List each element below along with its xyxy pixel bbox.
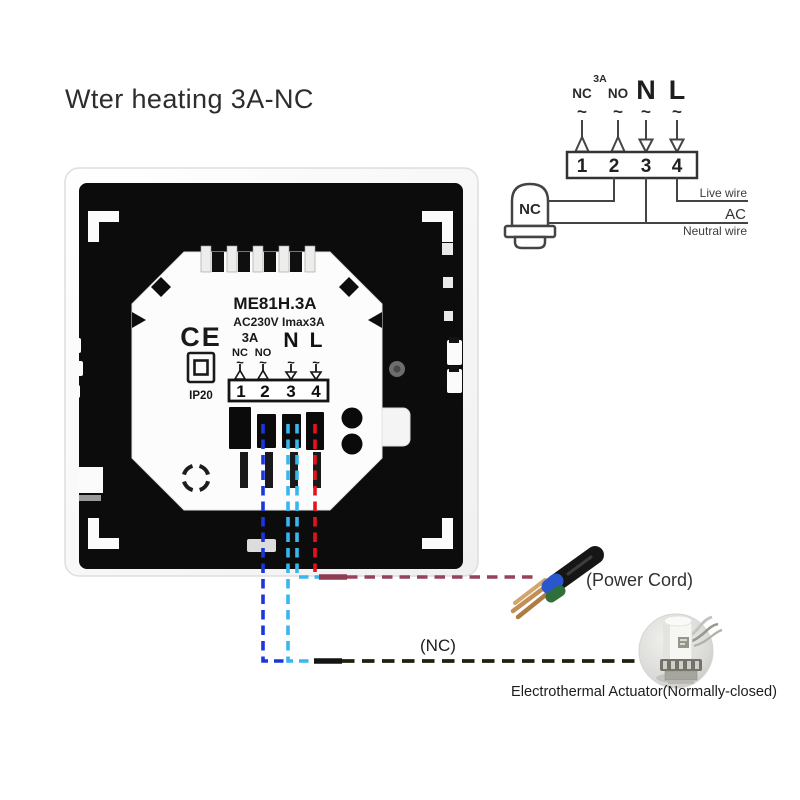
schematic-rating-label: 3A (593, 73, 607, 85)
module-terminal-box (227, 378, 330, 403)
thermostat-back-view: CE IP20 ME81H.3A AC230V Imax3A 3A NC NO … (64, 167, 479, 577)
wiring-diagram: NC 3A NO N L ~ ~ ~ ~ 1 2 3 4 (503, 73, 748, 250)
sensor-ring (181, 463, 211, 493)
ac-label: AC (725, 206, 746, 223)
module-tilde: ~ (236, 355, 244, 370)
power-cord-photo (510, 546, 604, 620)
rating-text: 3A (242, 330, 259, 345)
module-nc-label: NC (232, 347, 248, 359)
module-terminal-2: 2 (260, 382, 269, 401)
page-title: Wter heating 3A-NC (65, 84, 314, 114)
ip-rating-text: IP20 (189, 390, 213, 402)
actuator-cable (691, 622, 719, 643)
module-top-clips (200, 245, 316, 273)
ac-tilde: ~ (613, 102, 623, 121)
collar-ticks (663, 661, 699, 669)
valve-nc-text: NC (519, 201, 541, 218)
actuator-caption: Electrothermal Actuator(Normally-closed) (511, 684, 778, 700)
module-terminal-4: 4 (311, 382, 321, 401)
blue-insulation (541, 573, 564, 594)
bottom-tab (247, 539, 276, 552)
screw-hole (341, 407, 363, 429)
actuator-photo (638, 613, 723, 689)
wires (261, 424, 638, 664)
wire-cyan-actuator (286, 424, 314, 663)
actuator-label-sticker (678, 637, 689, 648)
ac-tilde: ~ (577, 102, 587, 121)
neutral-wire-label: Neutral wire (683, 224, 747, 238)
arrow-heads (573, 134, 686, 155)
green-insulation (545, 585, 566, 603)
ip20-icon (186, 351, 216, 384)
nc-wire-label: (NC) (420, 636, 456, 655)
actuator-cable (693, 628, 723, 648)
schematic-l-label: L (669, 75, 686, 105)
module-n-label: N (283, 329, 298, 352)
nc-valve-symbol (503, 182, 557, 250)
live-wire-label: Live wire (700, 186, 748, 200)
actuator-base-foot (668, 680, 694, 684)
spec-text: AC230V Imax3A (233, 315, 325, 329)
ac-tilde: ~ (672, 102, 682, 121)
schematic-wires (547, 177, 748, 224)
module-tilde: ~ (312, 355, 320, 370)
cable-sheen (566, 555, 593, 576)
terminal-4: 4 (672, 156, 683, 177)
screw-hole (341, 433, 363, 455)
module-corner-marks (132, 277, 382, 328)
terminal-arrows (581, 120, 678, 141)
schematic-n-label: N (636, 75, 656, 105)
screw-dot-center (393, 365, 401, 373)
actuator-base (664, 670, 698, 681)
module-terminal-3: 3 (286, 382, 295, 401)
power-cord-label: (Power Cord) (586, 570, 694, 590)
module-terminal-1: 1 (236, 382, 245, 401)
terminal-3: 3 (641, 156, 652, 177)
sticker-line (680, 643, 685, 645)
module-no-label: NO (255, 347, 272, 359)
module-l-label: L (310, 329, 323, 352)
sticker-line (680, 639, 687, 641)
terminal-2: 2 (609, 156, 620, 177)
schematic-no-label: NO (608, 86, 628, 101)
panel-edge-marks (79, 243, 459, 501)
module-tilde: ~ (259, 355, 267, 370)
actuator-body-shade (664, 624, 670, 660)
copper-wire (513, 578, 547, 605)
schematic-nc-label: NC (572, 86, 592, 101)
ce-mark: CE (180, 322, 222, 352)
module-tilde: ~ (287, 355, 295, 370)
panel-notches (66, 211, 462, 549)
ac-tilde: ~ (641, 102, 651, 121)
terminal-box (565, 150, 699, 180)
module-arrow-heads (233, 368, 323, 381)
actuator-cap (663, 615, 693, 627)
wire-blue (261, 424, 290, 663)
terminal-1: 1 (577, 156, 588, 177)
wire-cyan-power (295, 424, 320, 579)
model-text: ME81H.3A (233, 294, 316, 313)
